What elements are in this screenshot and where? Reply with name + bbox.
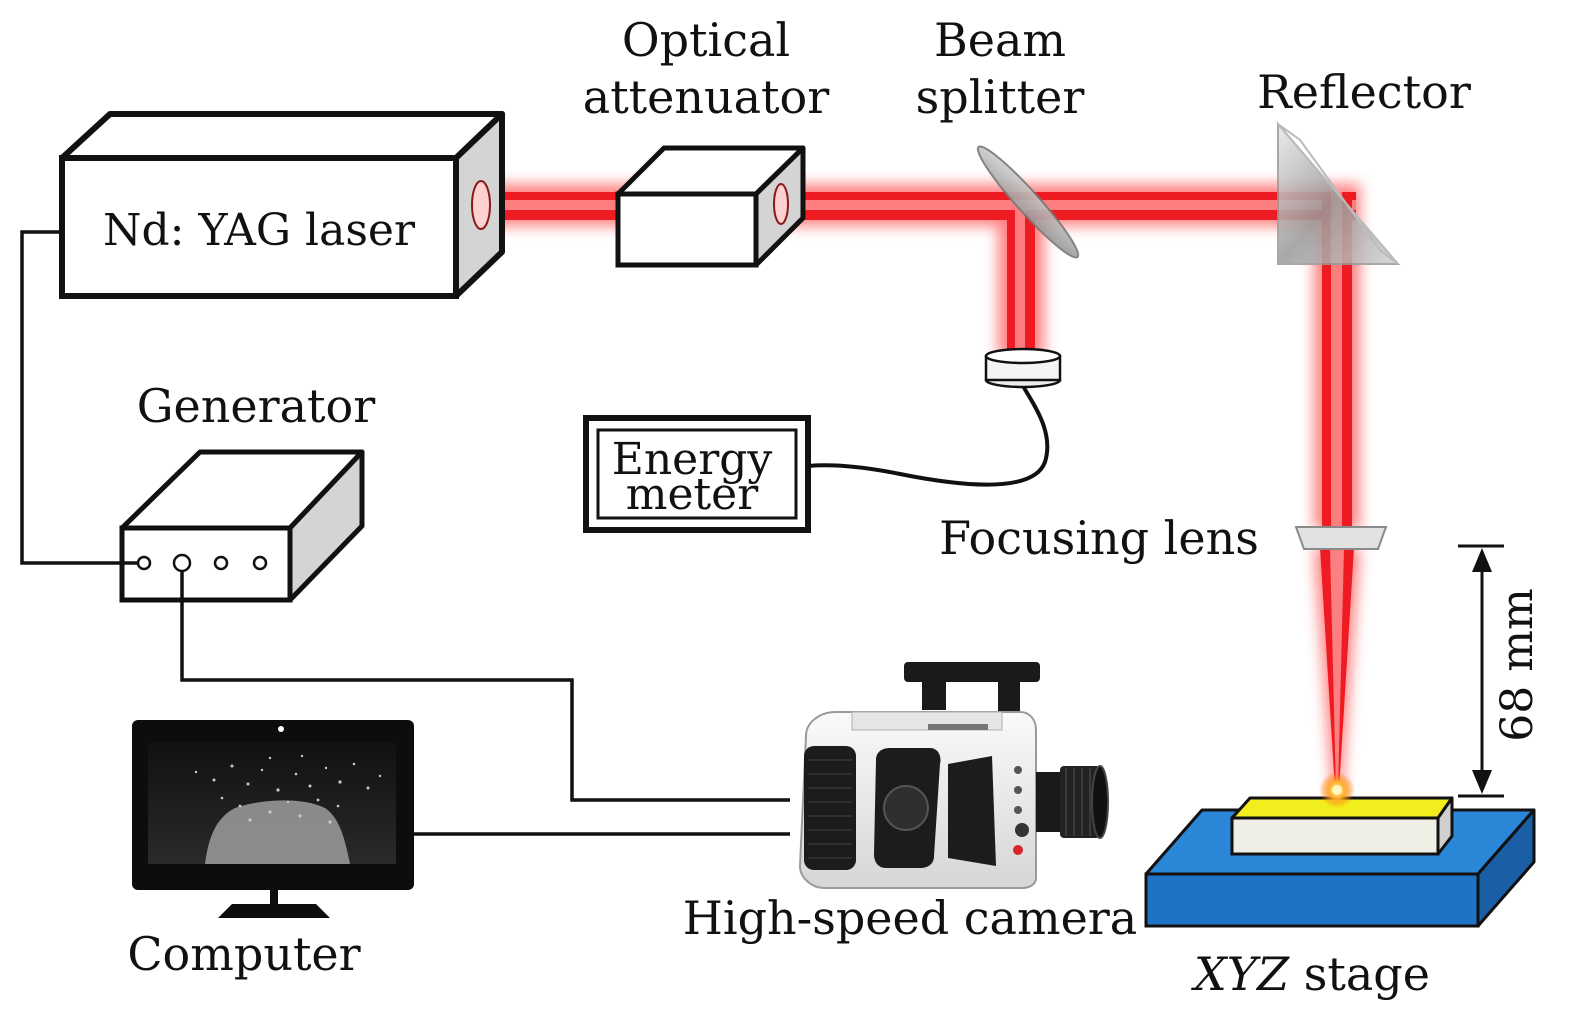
camera-vent-grid [808, 759, 852, 859]
high-speed-camera [798, 662, 1109, 889]
distance-indicator: 68 mm [1458, 544, 1543, 798]
focusing-lens-label: Focusing lens [939, 511, 1259, 565]
cable-generator-camera [180, 571, 790, 802]
particle-image [194, 754, 382, 864]
high-speed-camera-label: High-speed camera [683, 891, 1137, 945]
cable-laser-generator [20, 230, 138, 565]
energy-meter: Energy meter [583, 415, 811, 533]
xyz-italic: XYZ [1191, 947, 1290, 1001]
generator-label: Generator [137, 379, 375, 433]
distance-label: 68 mm [1492, 588, 1543, 741]
generator-port-2 [172, 553, 192, 573]
signal-cables [20, 230, 790, 836]
xyz-stage-label: XYZ stage [1191, 947, 1430, 1001]
computer-label: Computer [127, 927, 360, 981]
energy-meter-label-line1: Energy [612, 434, 773, 485]
stage-word: stage [1289, 947, 1430, 1001]
reflector-label: Reflector [1257, 65, 1471, 119]
generator-port-3 [213, 555, 229, 571]
computer [132, 720, 414, 918]
laser-spark [1319, 772, 1355, 808]
energy-meter-label-line2: meter [626, 469, 759, 520]
focusing-lens: Focusing lens [939, 511, 1388, 565]
energy-meter-sensor [807, 347, 1062, 487]
generator-port-4 [252, 555, 268, 571]
reflector: Reflector [1257, 65, 1471, 265]
optical-attenuator: Optical attenuator [583, 13, 829, 268]
optical-attenuator-label-line2: attenuator [583, 70, 829, 124]
sample-target [1230, 796, 1454, 856]
laser-label: Nd: YAG laser [103, 205, 416, 256]
laser-unit: Nd: YAG laser [59, 111, 505, 299]
beam-splitter-label-line2: splitter [916, 70, 1085, 124]
generator-port-1 [136, 555, 152, 571]
optical-attenuator-label-line1: Optical [622, 13, 790, 67]
generator: Generator [119, 379, 375, 603]
beam-splitter: Beam splitter [916, 13, 1085, 259]
beam-splitter-label-line1: Beam [934, 13, 1066, 67]
